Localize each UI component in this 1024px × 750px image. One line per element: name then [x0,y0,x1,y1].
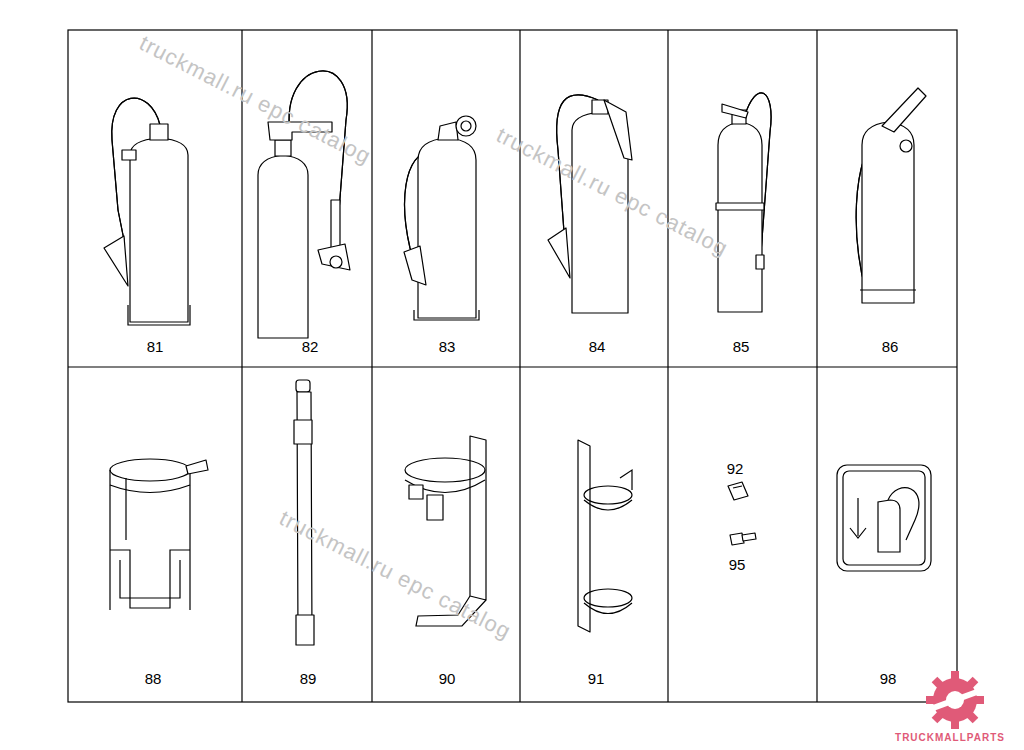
callout-number: 82 [302,339,319,354]
callout-number: 92 [727,461,744,476]
sign-98 [837,465,931,571]
callout-number: 89 [300,671,317,686]
grid [68,30,957,702]
callout-number: 85 [733,339,750,354]
extinguisher-86 [856,88,926,303]
callout-number: 90 [439,671,456,686]
callout-number: 83 [439,339,456,354]
callout-number: 86 [882,339,899,354]
fasteners [728,482,756,545]
callout-number: 84 [589,339,606,354]
bracket-91 [578,440,632,632]
callout-number: 98 [880,671,897,686]
callout-number: 81 [147,339,164,354]
bracket-88 [110,459,208,610]
logo-text: TRUCKMALLPARTS [895,733,1005,743]
logo-gear [926,671,984,729]
callout-number: 95 [729,557,746,572]
extinguisher-81 [104,98,190,325]
extinguisher-83 [404,116,479,320]
extinguisher-85 [716,93,771,312]
callout-number: 91 [588,671,605,686]
callout-number: 88 [145,671,162,686]
